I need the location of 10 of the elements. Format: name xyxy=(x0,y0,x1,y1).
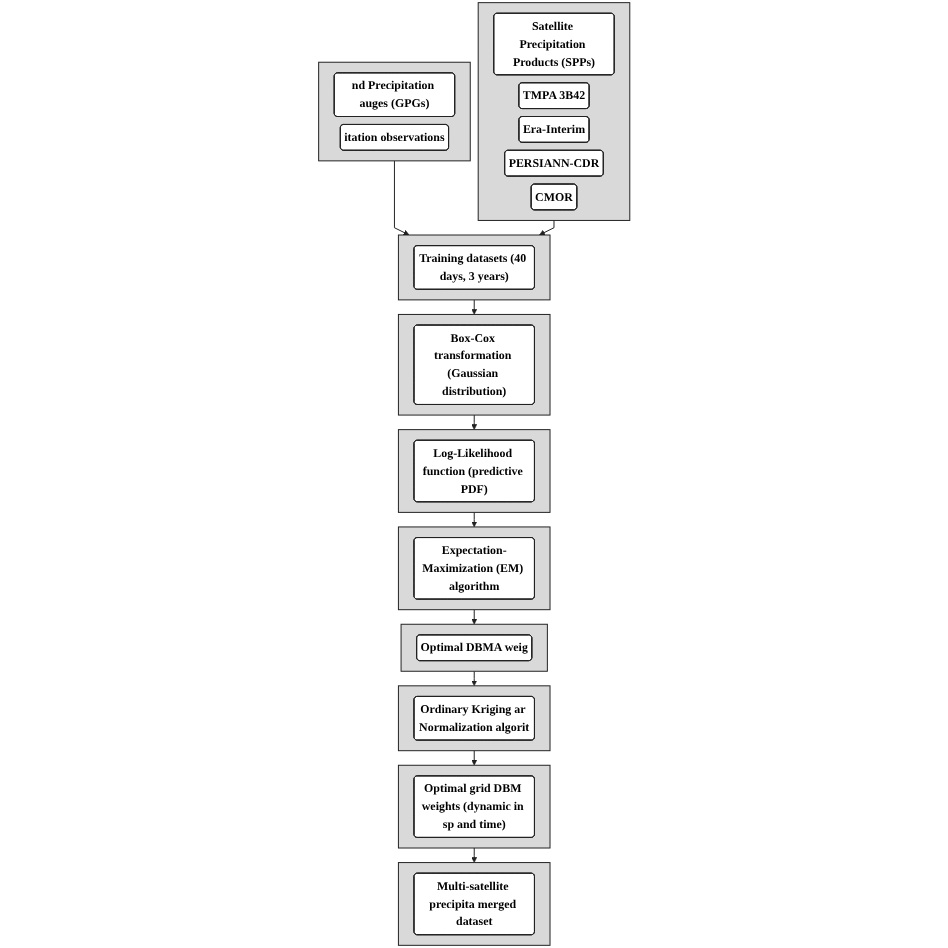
cluster xyxy=(477,2,631,221)
cluster xyxy=(397,862,551,946)
cluster xyxy=(397,234,551,301)
cluster xyxy=(397,764,551,849)
cluster xyxy=(317,61,471,162)
cluster xyxy=(400,623,548,672)
cluster xyxy=(397,429,551,513)
cluster xyxy=(397,526,551,611)
cluster xyxy=(397,313,551,416)
cluster xyxy=(397,685,551,752)
